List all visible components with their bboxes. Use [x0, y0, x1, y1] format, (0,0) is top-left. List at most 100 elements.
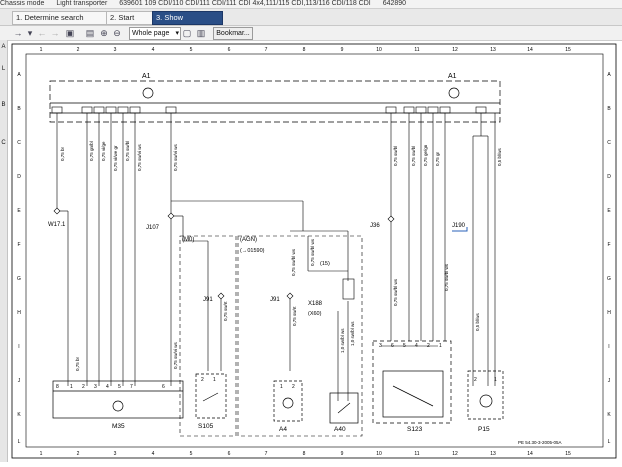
bottom-components	[52, 340, 504, 424]
row-letter: D	[607, 174, 611, 180]
wire-label: 0,75 gn/bl	[89, 141, 94, 161]
svg-text:4: 4	[415, 343, 418, 349]
engine-code: 642890	[382, 0, 407, 7]
svg-text:4: 4	[106, 384, 109, 390]
wire-label: 0,5 bl/ws	[475, 312, 480, 331]
a1-left-label: A1	[142, 73, 151, 80]
col-number: 10	[376, 451, 382, 457]
row-letter: C	[607, 140, 611, 146]
m35-label: M35	[112, 423, 125, 430]
a1-control-unit	[49, 80, 501, 123]
back-arrow-icon[interactable]: ←	[37, 28, 47, 38]
m0-label: (M0)	[182, 237, 194, 243]
row-letter: A	[607, 72, 611, 78]
row-letter: G	[607, 276, 611, 282]
option-boxes	[179, 235, 363, 437]
col-number: 1	[40, 451, 43, 457]
wire-label: 0,75 sw/bl	[411, 146, 416, 166]
tab-start-search[interactable]: 2. Start search	[106, 11, 154, 34]
col-number: 3	[114, 47, 117, 53]
chevron-down-icon: ▾	[175, 30, 179, 37]
arrow-right-icon[interactable]: →	[13, 28, 23, 38]
row-letter: E	[607, 208, 611, 214]
wire-label: 1,0 sw/bl ws	[350, 321, 355, 346]
wiring-diagram: 1 2 3 4 5 6 7 8 9 10 11 12 13 14 15 1 2 …	[11, 43, 617, 459]
col-number: 14	[527, 451, 533, 457]
a40-label: A40	[334, 426, 346, 433]
row-letter: L	[608, 439, 611, 445]
rail-item[interactable]: C	[1, 140, 6, 146]
col-number: 7	[265, 451, 268, 457]
svg-text:2: 2	[292, 384, 295, 390]
fit-page-icon[interactable]: ▢	[182, 28, 192, 38]
col-number: 11	[414, 451, 419, 457]
row-letter: H	[17, 310, 21, 316]
document-viewer[interactable]: 1 2 3 4 5 6 7 8 9 10 11 12 13 14 15 1 2 …	[8, 41, 622, 462]
col-number: 14	[527, 47, 533, 53]
a1-transistor-symbol	[142, 87, 154, 99]
forward-arrow-icon[interactable]: →	[50, 28, 60, 38]
svg-text:3: 3	[94, 384, 97, 390]
tab-determine-search-criteria[interactable]: 1. Determine search criteria	[12, 11, 107, 34]
col-number: 2	[77, 451, 80, 457]
svg-text:2: 2	[427, 343, 430, 349]
row-letter: B	[607, 106, 611, 112]
a1-transistor-symbol	[448, 87, 460, 99]
col-number: 15	[565, 47, 571, 53]
wire-label: 0,75 sw/bl ws	[393, 278, 398, 306]
wire-label: 1,0 sw/bl ws	[340, 328, 345, 353]
row-letter: F	[607, 242, 610, 248]
x15-label: (15)	[320, 261, 330, 267]
zoom-value: Whole page	[132, 30, 170, 37]
fit-width-icon[interactable]: ▥	[196, 28, 206, 38]
x188-connector	[342, 278, 355, 300]
col-number: 13	[490, 47, 496, 53]
zoom-out-icon[interactable]: ⊖	[113, 28, 121, 38]
a1-pins	[51, 106, 487, 114]
wire-label: 0,75 sw/bl	[393, 146, 398, 166]
tab-show-documents[interactable]: 3. Show documents	[152, 11, 223, 34]
row-letter: D	[17, 174, 21, 180]
svg-text:1: 1	[439, 343, 442, 349]
print-icon[interactable]: ▣	[65, 28, 75, 38]
wire-label: 0,75 sw/rt	[292, 306, 297, 326]
wire-label: 0,5 bl/ws	[497, 147, 502, 166]
p15-label: P15	[478, 426, 490, 433]
rail-item[interactable]: B	[1, 102, 6, 108]
col-number: 11	[414, 47, 419, 53]
bookmark-button[interactable]: Bookmar...	[213, 27, 253, 40]
j91-label: J91	[203, 297, 213, 303]
zoom-in-icon[interactable]: ⊕	[100, 28, 108, 38]
wire-label: 0,75 br	[75, 356, 80, 371]
svg-text:1: 1	[494, 377, 497, 383]
rail-item[interactable]: A	[1, 44, 6, 50]
a1-right-label: A1	[448, 73, 457, 80]
rail-item[interactable]: L	[1, 66, 6, 72]
svg-text:5: 5	[403, 343, 406, 349]
col-number: 9	[341, 451, 344, 457]
col-number: 3	[114, 451, 117, 457]
wire-label: 0,75 sw/bl ws	[310, 238, 315, 266]
drawing-id: PE 54.30-3-2005-05A	[518, 440, 562, 445]
splice-points	[53, 207, 395, 300]
row-letter: J	[608, 378, 611, 384]
zoom-select[interactable]: Whole page ▾	[129, 27, 181, 40]
chevron-down-icon[interactable]: ▾	[27, 28, 33, 38]
wire-label: 0,75 br	[60, 146, 65, 161]
title-bar: Chassis mode Light transporter 639601 10…	[0, 0, 622, 9]
wire-labels: 0,75 br 0,75 gn/bl 0,75 vi/ge 0,75 vi/we…	[60, 141, 502, 371]
wire-label: 0,75 vi/we gr	[113, 145, 118, 171]
j107-label: J107	[146, 225, 160, 231]
row-letter: K	[17, 412, 21, 418]
vehicle-type: Light transporter	[56, 0, 108, 7]
svg-text:2: 2	[201, 377, 204, 383]
s105-label: S105	[198, 423, 214, 430]
svg-text:1: 1	[280, 384, 283, 390]
col-number: 12	[452, 451, 458, 457]
left-nav-rail: A L B C	[0, 40, 8, 462]
col-number: 10	[376, 47, 382, 53]
page-settings-icon[interactable]: ▤	[85, 28, 95, 38]
svg-text:1: 1	[213, 377, 216, 383]
col-number: 15	[565, 451, 571, 457]
